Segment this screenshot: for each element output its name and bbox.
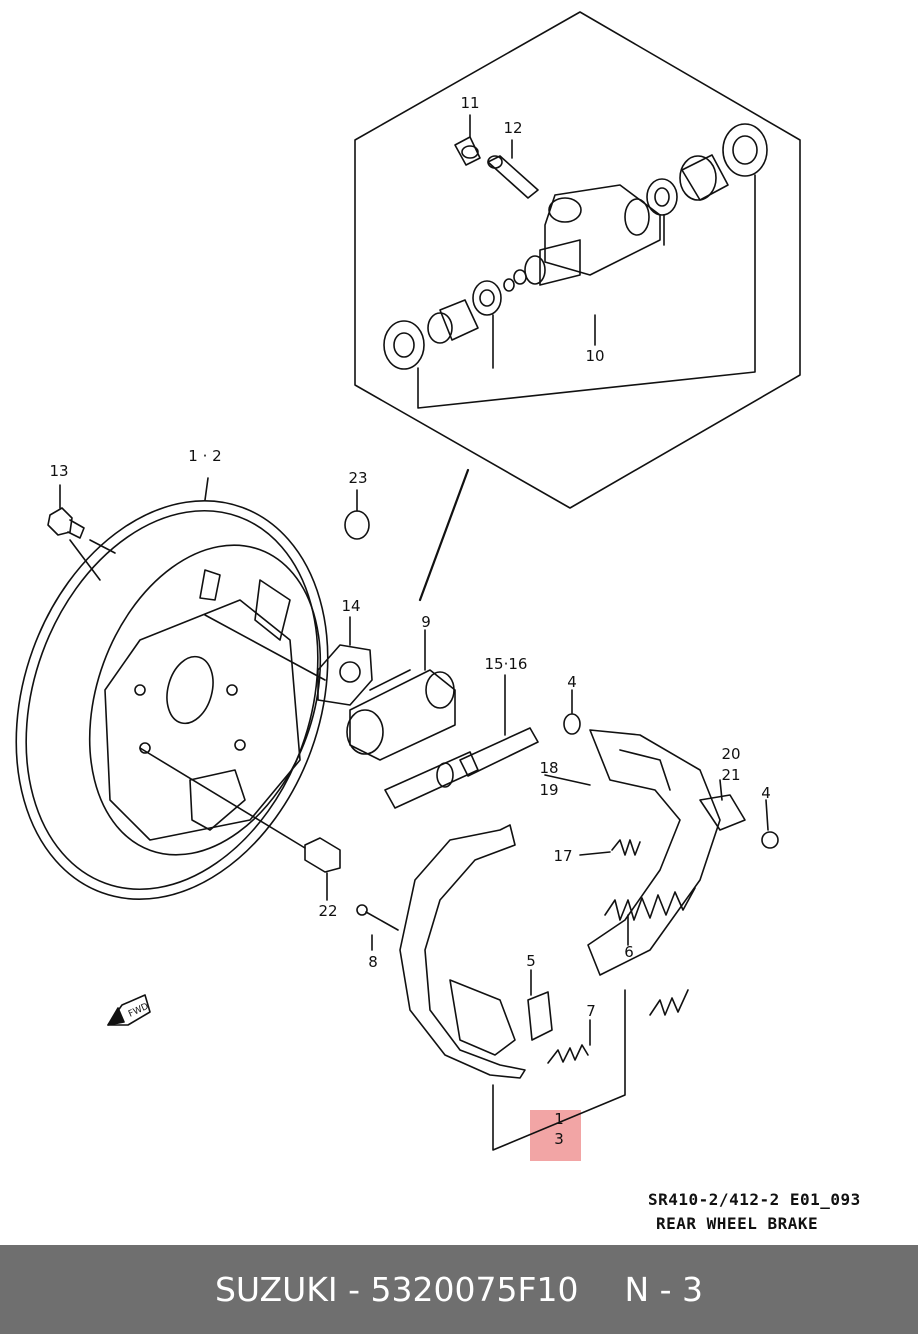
spring-17: [579, 839, 641, 856]
callout-15-16: 15·16: [485, 655, 528, 673]
wheel-cylinder-9: [346, 629, 456, 761]
footer-bar: SUZUKI - 5320075F10 N - 3: [0, 1245, 918, 1334]
callout-21: 21: [721, 766, 740, 784]
callout-6: 6: [624, 943, 634, 961]
callout-13: 13: [49, 462, 68, 480]
diagram-code: SR410-2/412-2 E01_093: [648, 1190, 861, 1209]
footer-brand-part: SUZUKI - 5320075F10: [214, 1270, 579, 1309]
spring-6: [604, 887, 696, 946]
diagram-caption: REAR WHEEL BRAKE: [656, 1214, 819, 1233]
callout-22: 22: [318, 902, 337, 920]
wheel-cylinder-detail-frame: [354, 11, 801, 509]
pin-22: [139, 747, 341, 901]
callout-3-leader: 1: [554, 1110, 564, 1128]
spring-7: [547, 1019, 591, 1064]
callout-18: 18: [539, 759, 558, 777]
wheel-cylinder-exploded: [383, 114, 768, 409]
callout-8: 8: [368, 953, 378, 971]
highlighted-part-marker: [530, 1110, 581, 1161]
callout-9: 9: [421, 613, 431, 631]
shoe-set-bracket: [492, 989, 626, 1151]
callout-11: 11: [460, 94, 479, 112]
exploded-parts-diagram: 11 12 10 13 1 · 2 23 14 9 15·16 4 20 21 …: [15, 11, 801, 1151]
backing-plate: [15, 477, 329, 900]
callout-14: 14: [341, 597, 360, 615]
callout-19: 19: [539, 781, 558, 799]
pin-8: [356, 904, 399, 951]
callout-23: 23: [348, 469, 367, 487]
callout-10: 10: [585, 347, 604, 365]
adjuster-15-16: [384, 674, 539, 809]
callout-3: 3: [554, 1130, 564, 1148]
leading-shoe: [399, 824, 553, 1079]
fwd-arrow: [107, 994, 151, 1026]
callout-1-2: 1 · 2: [188, 447, 221, 465]
washer-4-top: [563, 689, 581, 735]
callout-17: 17: [553, 847, 572, 865]
callout-5: 5: [526, 952, 536, 970]
footer-position: N - 3: [624, 1270, 704, 1309]
plate-14: [204, 614, 373, 706]
bolt-13: [47, 484, 116, 554]
callout-7: 7: [586, 1002, 596, 1020]
trailing-shoe-lever: [544, 729, 779, 976]
cap-23: [344, 489, 370, 540]
callout-12: 12: [503, 119, 522, 137]
return-spring: [649, 989, 689, 1016]
callout-4-top: 4: [567, 673, 577, 691]
callout-4-right: 4: [761, 784, 771, 802]
callout-20: 20: [721, 745, 740, 763]
